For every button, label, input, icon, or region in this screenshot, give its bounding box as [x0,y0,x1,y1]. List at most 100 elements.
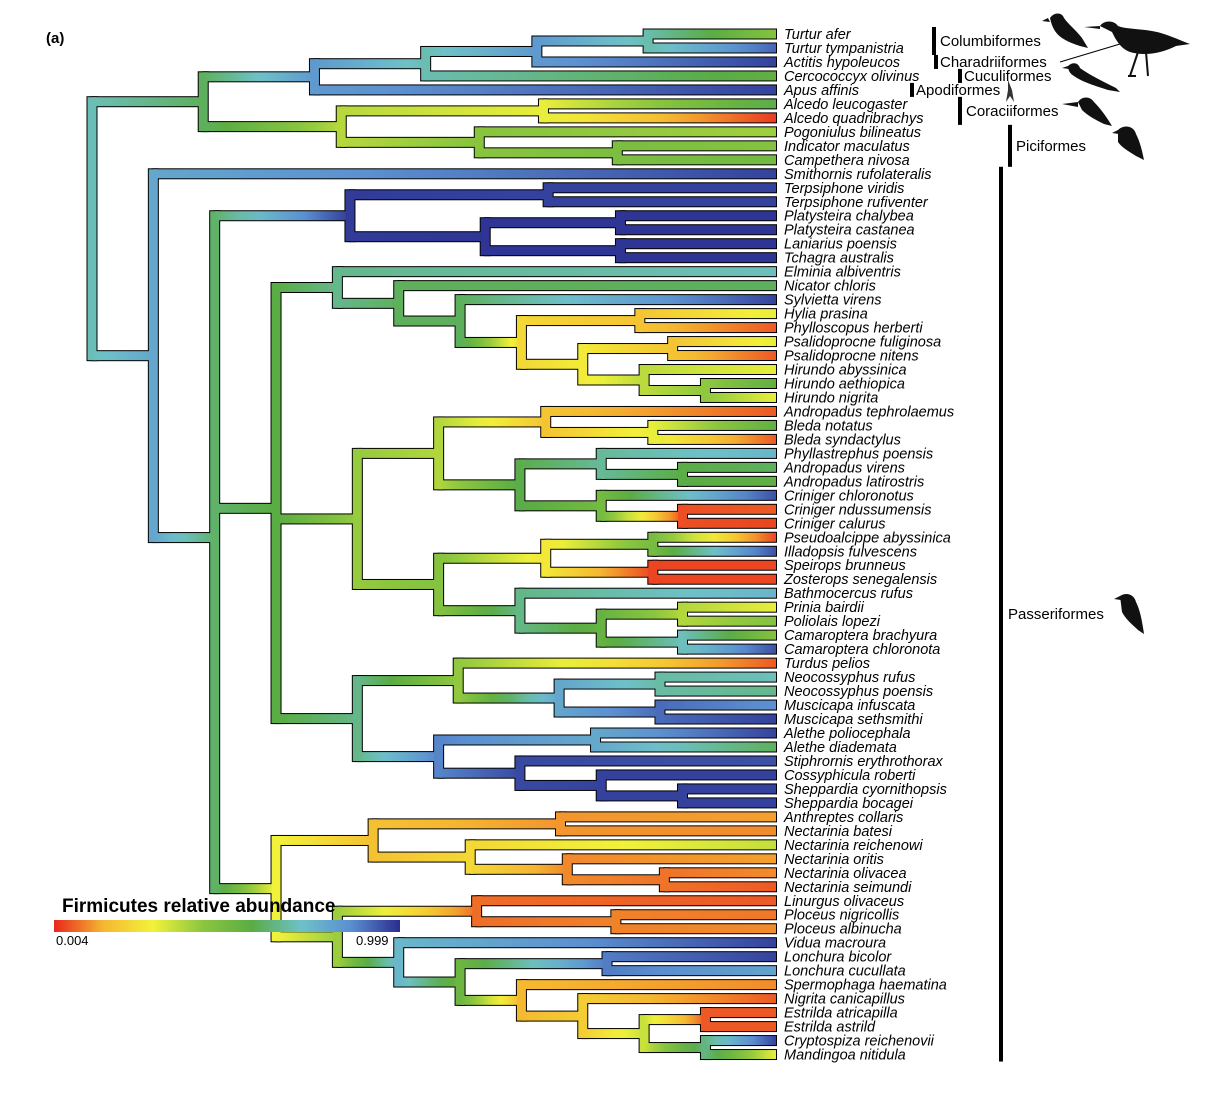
taxon-label: Tchagra australis [784,251,894,267]
taxon-label: Terpsiphone rufiventer [784,195,929,211]
tree-branch [644,1015,706,1025]
taxon-label: Turtur tympanistria [784,41,904,57]
tree-branch [664,882,776,892]
tree-branch [672,337,776,347]
taxon-label: Psalidoprocne nitens [784,349,919,365]
tree-branch [352,448,362,589]
taxon-label: Sheppardia cyornithopsis [784,782,947,798]
order-label: Columbiformes [940,33,1041,50]
taxon-label: Platysteira chalybea [784,209,914,225]
tree-branch [276,714,358,724]
tree-branch [543,183,553,207]
order-bar [1008,124,1012,167]
tree-branch [153,169,777,179]
tree-branch [655,672,665,696]
order-bar [958,96,962,125]
songbird-silhouette-icon [1114,594,1144,634]
tree-branch [421,46,431,81]
tree-branch [398,316,461,326]
taxon-label: Turdus pelios [784,656,870,672]
tree-branch [515,756,525,790]
tree-branch [214,503,277,513]
tree-branch [198,72,208,132]
tree-branch [682,616,776,626]
taxon-label: Cryptospiza reichenovii [784,1034,935,1050]
tree-branch [578,344,588,385]
taxon-label: Alcedo leucogaster [783,97,908,113]
tree-branch [612,141,622,165]
tree-branch [655,700,665,724]
tree-branch [485,218,621,228]
tree-branch [460,959,608,969]
tree-branch [368,819,378,862]
taxon-label: Elminia albiventris [784,265,901,281]
taxon-label: Hylia prasina [784,307,868,323]
tree-branch [596,490,606,521]
tree-branch [210,211,220,894]
taxon-label: Laniarius poensis [784,237,897,253]
tree-branch [562,854,572,885]
order-label: Charadriiformes [940,54,1047,71]
tree-branch [92,351,154,361]
tree-branch [314,59,426,69]
tree-branch [602,952,612,976]
taxon-label: Nectarinia olivacea [784,866,907,882]
tree-branch [652,420,776,430]
tree-branch [536,36,649,46]
panel-label: (a) [46,30,65,47]
kingfisher-silhouette-icon [1062,97,1112,126]
tree-branch [271,835,281,942]
tree-branch [532,36,542,67]
tree-branch [479,127,776,137]
tree-branch [620,225,776,235]
tree-branch [560,812,776,822]
tree-branch [596,448,606,479]
swift-silhouette-icon [1006,80,1014,102]
taxon-label: Psalidoprocne fuliginosa [784,335,941,351]
tree-branch [519,501,602,511]
order-label: Cuculiformes [964,68,1052,85]
barbet-silhouette-icon [1112,126,1144,160]
taxon-label: Neocossyphus poensis [784,684,933,700]
tree-branch [476,896,776,906]
taxon-label: Zosterops senegalensis [783,572,937,588]
tree-branch [682,630,776,640]
tree-branch [582,344,673,354]
tree-branch [664,868,776,878]
tree-branch [87,97,97,361]
tree-branch [398,281,776,291]
tree-branch [578,994,588,1039]
order-label: Piciformes [1016,138,1086,155]
taxon-label: Vidua macroura [784,936,886,952]
taxon-label: Spermophaga haematina [784,978,947,994]
tree-branch [582,994,776,1004]
tree-branch [425,71,776,81]
tree-branch [682,518,776,528]
taxon-label: Bleda notatus [784,418,873,434]
tree-branch [521,359,583,369]
tree-branch [615,910,776,920]
taxon-label: Prinia bairdii [784,600,865,616]
taxon-label: Apus affinis [783,83,859,99]
taxon-label: Smithornis rufolateralis [784,167,931,183]
taxon-label: Estrilda atricapilla [784,1006,898,1022]
tree-branch [398,977,461,987]
tree-branch [519,756,776,766]
tree-branch [652,434,776,444]
taxon-label: Muscicapa sethsmithi [784,712,923,728]
tree-branch [485,246,621,256]
tree-branch [476,917,616,927]
tree-branch [438,735,596,745]
tree-branch [337,267,776,277]
tree-branch [521,1011,583,1021]
taxon-label: Camaroptera chloronota [784,642,940,658]
taxon-label: Phyllastrephus poensis [784,446,933,462]
tree-branch [700,1008,710,1032]
taxon-label: Andropadus tephrolaemus [783,404,954,420]
taxon-label: Cercococcyx olivinus [784,69,919,85]
tree-branch [309,59,319,95]
tree-branch [214,211,350,221]
taxon-label: Estrilda astrild [784,1020,876,1036]
tree-branch [276,282,338,292]
legend-colorbar [54,920,400,932]
